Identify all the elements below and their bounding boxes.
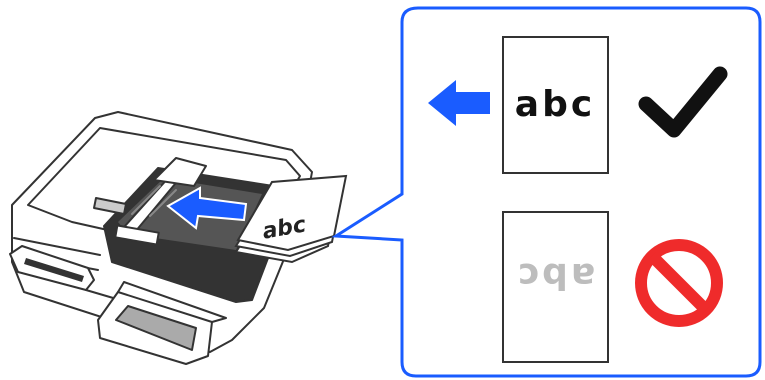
- feed-direction-arrow-icon: [166, 186, 248, 230]
- paper-guide-handle: [114, 224, 160, 246]
- prohibited-icon: [635, 239, 723, 327]
- control-panel-screen: [115, 305, 197, 351]
- paper-guide-back: [153, 157, 207, 187]
- feed-paper-stack: abc: [234, 174, 348, 264]
- incorrect-paper-text: abc: [515, 255, 595, 296]
- checkmark-icon: [638, 66, 728, 138]
- correct-paper: [502, 36, 609, 174]
- scanner-illustration: [9, 111, 313, 365]
- correct-paper-text: abc: [515, 84, 595, 125]
- incorrect-example: abc: [502, 211, 723, 363]
- correct-example: abc: [428, 36, 728, 174]
- incorrect-paper: [502, 211, 609, 363]
- left-arrow-icon: [428, 80, 490, 126]
